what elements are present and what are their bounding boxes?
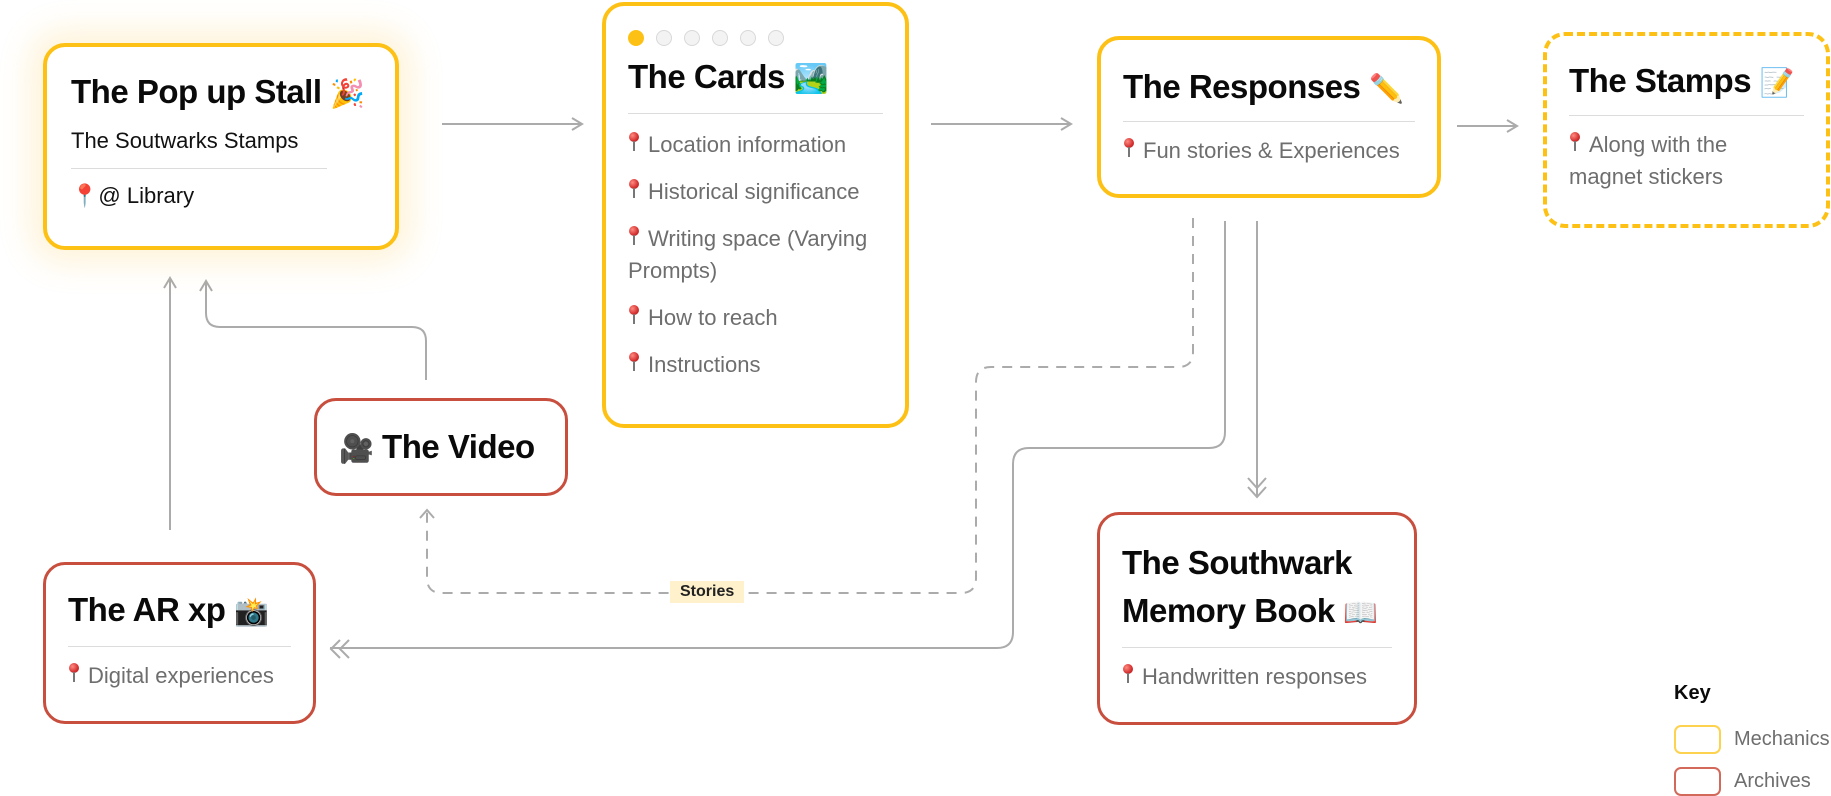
list-item-text: Historical significance bbox=[648, 178, 860, 204]
node-cards[interactable]: The Cards 🏞️ Location information Histor… bbox=[602, 2, 909, 428]
node-title: The Cards 🏞️ bbox=[628, 56, 883, 99]
edge-responses-video bbox=[419, 218, 1194, 594]
node-title-text: The Cards bbox=[628, 58, 785, 95]
list-item: Handwritten responses bbox=[1122, 660, 1392, 693]
edge-label-stories: Stories bbox=[670, 581, 745, 603]
node-title: 🎥 The Video bbox=[339, 426, 535, 469]
node-memory-book[interactable]: The Southwark Memory Book 📖 Handwritten … bbox=[1097, 512, 1417, 725]
open-book-icon: 📖 bbox=[1343, 596, 1378, 628]
list-item-text: Location information bbox=[648, 131, 847, 157]
list-item: How to reach bbox=[628, 301, 883, 334]
carousel-dot[interactable] bbox=[712, 30, 728, 46]
node-title-text: The Responses bbox=[1123, 68, 1361, 105]
list-item: Digital experiences bbox=[68, 659, 291, 692]
list-item: Instructions bbox=[628, 348, 883, 381]
list-item: Location information bbox=[628, 128, 883, 161]
node-video[interactable]: 🎥 The Video bbox=[314, 398, 568, 496]
pin-icon bbox=[628, 351, 640, 376]
list-item-text: Writing space (Varying Prompts) bbox=[628, 225, 868, 283]
memo-icon: 📝 bbox=[1759, 67, 1795, 98]
list-item-text: Handwritten responses bbox=[1142, 663, 1368, 689]
edge-video-popup bbox=[199, 279, 427, 380]
pin-icon bbox=[628, 225, 640, 250]
pencil-icon: ✏️ bbox=[1369, 73, 1404, 104]
key-label-mechanics: Mechanics bbox=[1734, 728, 1830, 750]
list-item-text: Along with the magnet stickers bbox=[1569, 131, 1728, 189]
divider bbox=[1122, 646, 1392, 648]
node-title-text: The Video bbox=[382, 427, 535, 465]
node-title-text: The AR xp bbox=[68, 591, 226, 628]
pin-icon bbox=[1569, 131, 1581, 156]
list-item: Historical significance bbox=[628, 175, 883, 208]
carousel-dot[interactable] bbox=[656, 30, 672, 46]
node-stamps[interactable]: The Stamps 📝 Along with the magnet stick… bbox=[1543, 32, 1830, 228]
movie-camera-icon: 🎥 bbox=[339, 432, 374, 464]
node-title: The Stamps 📝 bbox=[1569, 60, 1804, 103]
list-item-text: How to reach bbox=[648, 304, 778, 330]
divider bbox=[68, 645, 291, 647]
node-title: The Southwark Memory Book 📖 bbox=[1122, 539, 1392, 635]
pin-icon bbox=[68, 662, 80, 687]
list-item-text: Instructions bbox=[648, 351, 761, 377]
pin-icon bbox=[628, 131, 640, 156]
edge-responses-memory bbox=[1247, 221, 1267, 499]
key-title: Key bbox=[1674, 682, 1711, 704]
pin-icon bbox=[628, 304, 640, 329]
list-item: Writing space (Varying Prompts) bbox=[628, 222, 883, 287]
camera-flash-icon: 📸 bbox=[234, 596, 269, 627]
carousel-dot[interactable] bbox=[740, 30, 756, 46]
divider bbox=[1569, 114, 1804, 116]
list-item-text: Digital experiences bbox=[88, 662, 274, 688]
list-item: Fun stories & Experiences bbox=[1123, 134, 1415, 167]
node-title: The AR xp 📸 bbox=[68, 589, 291, 632]
node-responses[interactable]: The Responses ✏️ Fun stories & Experienc… bbox=[1097, 36, 1441, 198]
key-swatch-mechanics bbox=[1674, 725, 1721, 754]
list-item: Along with the magnet stickers bbox=[1569, 128, 1804, 193]
carousel-dots[interactable] bbox=[628, 30, 883, 46]
pin-icon bbox=[1123, 137, 1135, 162]
node-title-line: Memory Book bbox=[1122, 591, 1335, 629]
pin-icon bbox=[1122, 663, 1134, 688]
node-title: The Pop up Stall 🎉 bbox=[71, 71, 371, 114]
pin-icon bbox=[628, 178, 640, 203]
list-item-text: Fun stories & Experiences bbox=[1143, 137, 1400, 163]
party-popper-icon: 🎉 bbox=[330, 78, 365, 109]
carousel-dot[interactable] bbox=[768, 30, 784, 46]
landscape-icon: 🏞️ bbox=[793, 63, 829, 94]
carousel-dot-active[interactable] bbox=[628, 30, 644, 46]
divider bbox=[71, 167, 327, 169]
carousel-dot[interactable] bbox=[684, 30, 700, 46]
node-popup-stall[interactable]: The Pop up Stall 🎉 The Soutwarks Stamps … bbox=[43, 43, 399, 250]
divider bbox=[628, 112, 883, 114]
node-title: The Responses ✏️ bbox=[1123, 66, 1415, 109]
node-subtitle: The Soutwarks Stamps bbox=[71, 127, 299, 153]
node-title-text: The Pop up Stall bbox=[71, 73, 322, 110]
node-ar-xp[interactable]: The AR xp 📸 Digital experiences bbox=[43, 562, 316, 724]
edge-responses-ar bbox=[329, 221, 1226, 659]
key-swatch-archives bbox=[1674, 767, 1721, 796]
node-title-line: The Southwark bbox=[1122, 544, 1353, 581]
node-title-text: The Stamps bbox=[1569, 62, 1752, 99]
divider bbox=[1123, 120, 1415, 122]
node-location: 📍@ Library bbox=[71, 182, 195, 208]
key-label-archives: Archives bbox=[1734, 770, 1811, 792]
